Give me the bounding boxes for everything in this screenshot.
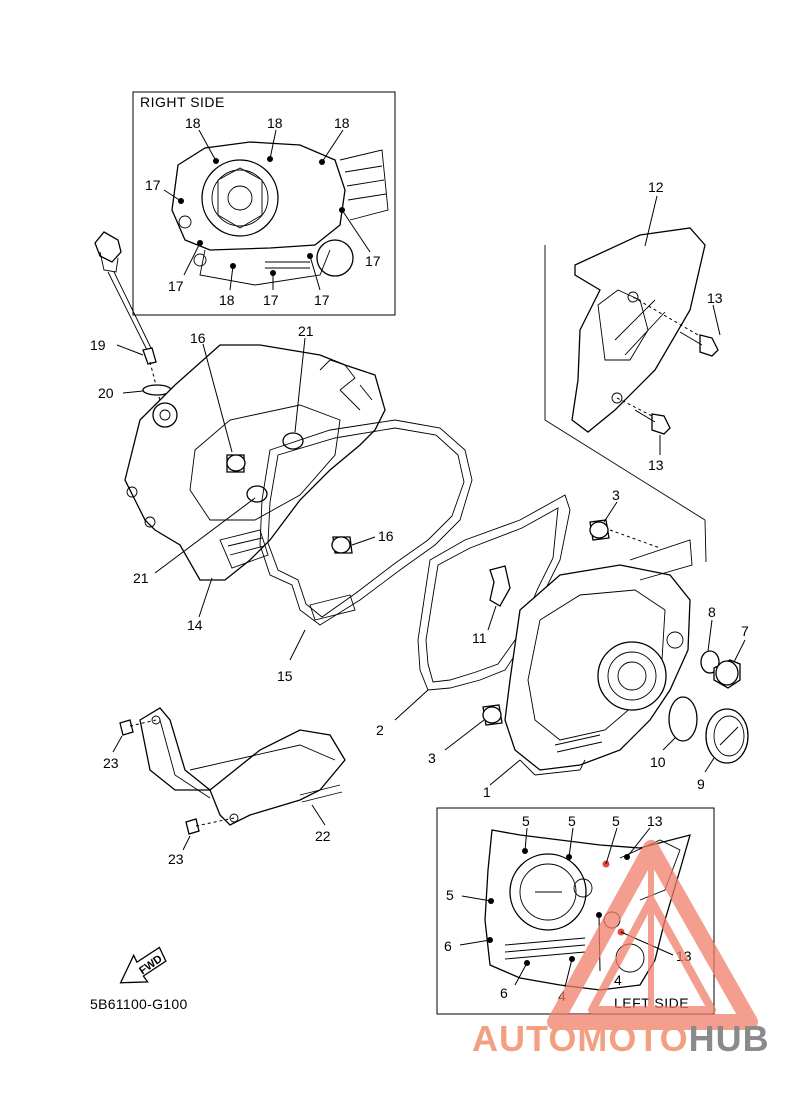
- callout-17: 17: [168, 278, 184, 294]
- callout-5: 5: [446, 887, 454, 903]
- callout-3: 3: [612, 487, 620, 503]
- callout-15: 15: [277, 668, 293, 684]
- plugs-and-orings: 8 7 10 9: [650, 604, 749, 792]
- callout-14: 14: [187, 617, 203, 633]
- watermark-text-part2: HUB: [688, 1018, 770, 1059]
- callout-8: 8: [708, 604, 716, 620]
- watermark-text: AUTOMOTOHUB: [472, 1018, 770, 1060]
- callout-23: 23: [103, 755, 119, 771]
- callout-4: 4: [614, 972, 622, 988]
- sprocket-cover-group: 12 13 13: [544, 179, 723, 563]
- left-gasket: 2 11: [376, 494, 571, 738]
- callout-13: 13: [647, 813, 663, 829]
- dipstick-group: 19 20: [90, 231, 172, 421]
- callout-5: 5: [612, 813, 620, 829]
- callout-23: 23: [168, 851, 184, 867]
- watermark-logo: [547, 840, 758, 1030]
- callout-16: 16: [378, 528, 394, 544]
- callout-20: 20: [98, 385, 114, 401]
- callout-2: 2: [376, 722, 384, 738]
- bolt-13-upper: [632, 296, 719, 357]
- callout-10: 10: [650, 754, 666, 770]
- callout-17: 17: [314, 292, 330, 308]
- callout-9: 9: [697, 776, 705, 792]
- callout-5: 5: [522, 813, 530, 829]
- diagram-code: 5B61100-G100: [90, 996, 188, 1012]
- right-gasket: 16 15: [259, 419, 473, 684]
- callout-12: 12: [648, 179, 664, 195]
- right-engine-cover-drawing: [171, 141, 389, 286]
- callout-21: 21: [133, 570, 149, 586]
- right-side-inset: RIGHT SIDE: [132, 91, 396, 316]
- callout-11: 11: [472, 630, 487, 646]
- callout-6: 6: [444, 938, 452, 954]
- chain-guard-group: 23 23 22: [103, 707, 346, 867]
- callout-7: 7: [741, 623, 749, 639]
- watermark-text-part1: AUTOMOTO: [472, 1018, 689, 1059]
- callout-16: 16: [190, 330, 206, 346]
- callout-18: 18: [267, 115, 283, 131]
- left-crankcase-cover: 1 3 3: [428, 487, 693, 800]
- right-side-title: RIGHT SIDE: [140, 94, 225, 110]
- callout-17: 17: [145, 177, 161, 193]
- right-crankcase-cover: 21 16 21 14: [124, 323, 386, 633]
- callout-17: 17: [365, 253, 381, 269]
- callout-13: 13: [648, 457, 664, 473]
- callout-21: 21: [298, 323, 314, 339]
- callout-6: 6: [500, 985, 508, 1001]
- callout-1: 1: [483, 784, 491, 800]
- callout-17: 17: [263, 292, 279, 308]
- callout-18: 18: [334, 115, 350, 131]
- callout-18: 18: [219, 292, 235, 308]
- callout-19: 19: [90, 337, 106, 353]
- callout-22: 22: [315, 828, 331, 844]
- callout-18: 18: [185, 115, 201, 131]
- bolt-13-lower: [616, 397, 671, 435]
- right-leaders: [163, 129, 371, 291]
- fwd-arrow: FWD: [119, 946, 167, 984]
- callout-5: 5: [568, 813, 576, 829]
- callout-13: 13: [707, 290, 723, 306]
- callout-3: 3: [428, 750, 436, 766]
